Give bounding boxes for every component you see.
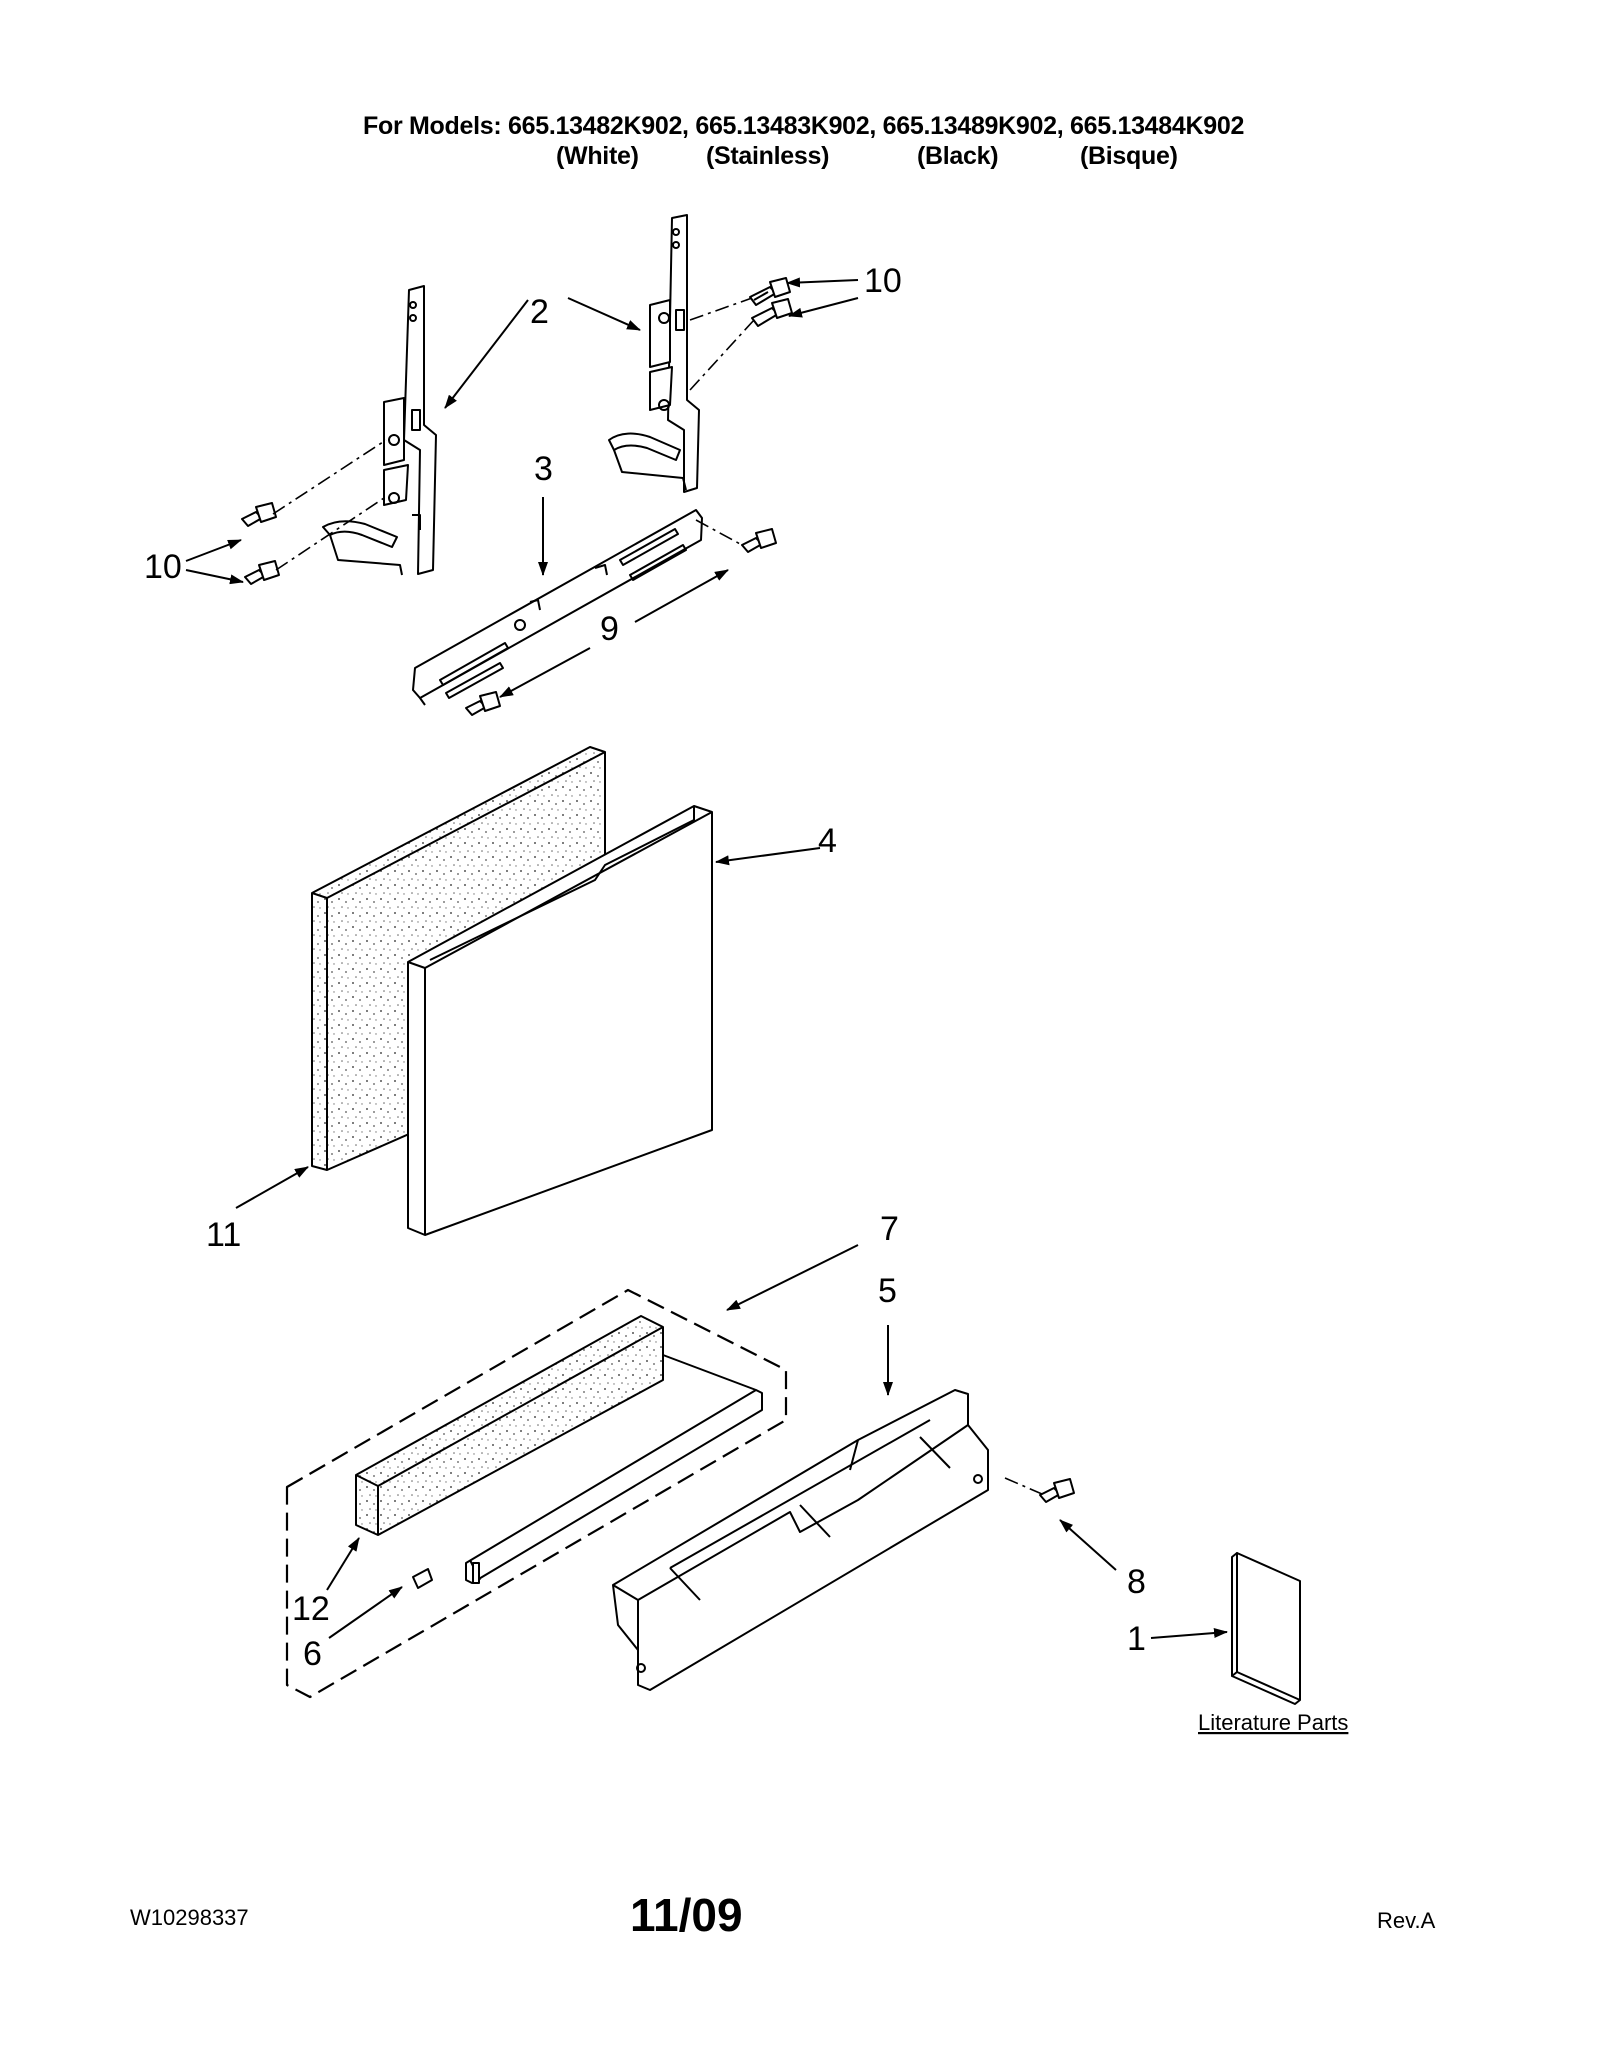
hinge-support-rail bbox=[412, 509, 703, 706]
alignment-lines bbox=[272, 297, 1043, 1495]
screw-9-right bbox=[741, 528, 777, 553]
models-header: For Models: 665.13482K902, 665.13483K902… bbox=[363, 112, 1245, 140]
callout-12: 12 bbox=[292, 1590, 330, 1628]
revision-date: 11/09 bbox=[630, 1889, 743, 1941]
foam-strip bbox=[355, 1315, 664, 1536]
callout-10-left: 10 bbox=[144, 548, 182, 586]
literature-parts-label: Literature Parts bbox=[1198, 1710, 1348, 1735]
callout-7: 7 bbox=[880, 1210, 899, 1248]
color-bisque: (Bisque) bbox=[1080, 142, 1178, 170]
callout-11: 11 bbox=[206, 1216, 241, 1254]
revision-label: Rev.A bbox=[1377, 1908, 1436, 1933]
callout-10-right: 10 bbox=[864, 262, 902, 300]
callout-4: 4 bbox=[818, 822, 837, 860]
color-white: (White) bbox=[556, 142, 639, 170]
callout-5: 5 bbox=[878, 1272, 897, 1310]
callout-arrows bbox=[185, 277, 1228, 1639]
screw-10-left-upper bbox=[241, 502, 277, 527]
color-black: (Black) bbox=[917, 142, 999, 170]
literature-booklet bbox=[1231, 1552, 1301, 1705]
color-stainless: (Stainless) bbox=[706, 142, 830, 170]
callout-8: 8 bbox=[1127, 1563, 1146, 1601]
bottom-trim bbox=[612, 1389, 989, 1691]
screw-8 bbox=[1039, 1478, 1075, 1503]
screw-10-right-upper bbox=[749, 277, 791, 306]
hinge-bracket-right bbox=[608, 214, 700, 493]
screw-10-left-lower bbox=[244, 560, 280, 585]
hinge-bracket-left bbox=[322, 285, 437, 576]
callout-9: 9 bbox=[600, 610, 619, 648]
callout-2: 2 bbox=[530, 293, 549, 331]
callout-1: 1 bbox=[1127, 1620, 1146, 1658]
clip bbox=[412, 1568, 433, 1589]
kit-7-boundary bbox=[285, 1288, 788, 1699]
doc-number: W10298337 bbox=[130, 1905, 249, 1930]
outer-door-panel bbox=[407, 805, 713, 1236]
screw-9-left bbox=[465, 691, 501, 716]
retainer-strip bbox=[465, 1354, 763, 1584]
screw-10-right-lower bbox=[751, 298, 793, 327]
callout-3: 3 bbox=[534, 450, 553, 488]
callout-6: 6 bbox=[303, 1635, 322, 1673]
